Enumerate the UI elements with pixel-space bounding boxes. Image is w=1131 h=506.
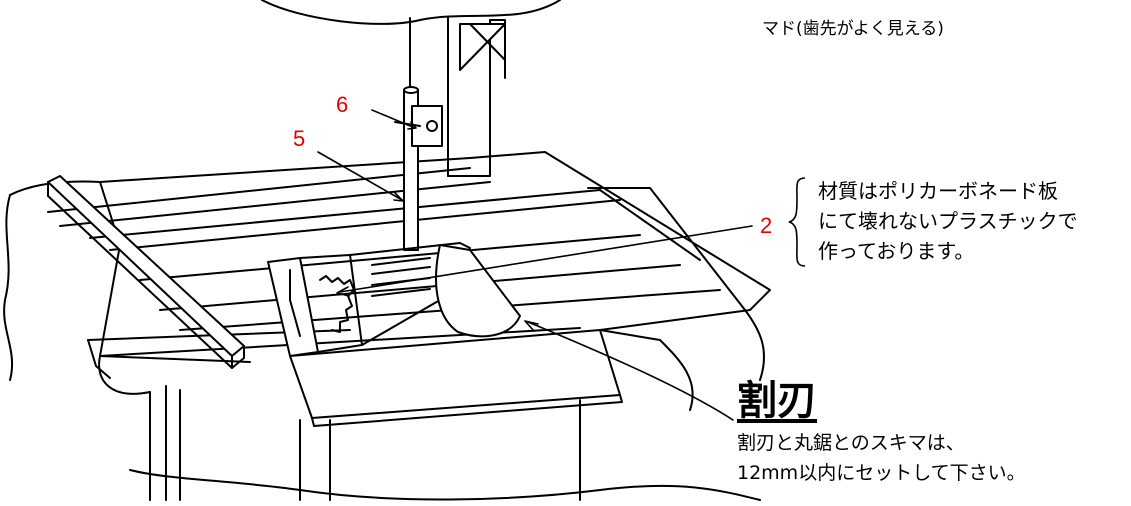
leader-riving-knife [527,321,734,421]
callout-label-6: 6 [336,92,349,117]
lower-stand [129,385,761,501]
material-note: 材質はポリカーボネード板 にて壊れないプラスチックで 作っております。 [818,176,1078,266]
material-note-line: 作っております。 [818,239,975,263]
leader-5 [317,151,403,201]
brace-icon [788,177,806,267]
guard-post [394,86,443,251]
blade-guard [267,242,471,357]
riving-knife [435,244,521,338]
material-note-line: にて壊れないプラスチックで [818,209,1078,233]
callout-label-2: 2 [760,213,773,238]
riving-knife-desc-line: 割刃と丸鋸とのスキマは、 [737,432,965,454]
leader-2 [339,225,753,293]
rip-fence [47,175,245,369]
saw-table [3,151,771,501]
leader-6 [371,109,416,129]
callout-label-5: 5 [293,126,306,151]
riving-knife-desc-line: 12mm以内にセットして下さい。 [737,462,1026,484]
material-note-line: 材質はポリカーボネード板 [818,179,1058,203]
upper-housing [261,0,561,179]
window-note: マド(歯先がよく見える) [762,19,944,39]
leader-lines [317,109,753,421]
riving-knife-title: 割刃 [737,378,817,424]
riving-knife-description: 割刃と丸鋸とのスキマは、 12mm以内にセットして下さい。 [737,428,1026,488]
front-plate [289,329,623,427]
